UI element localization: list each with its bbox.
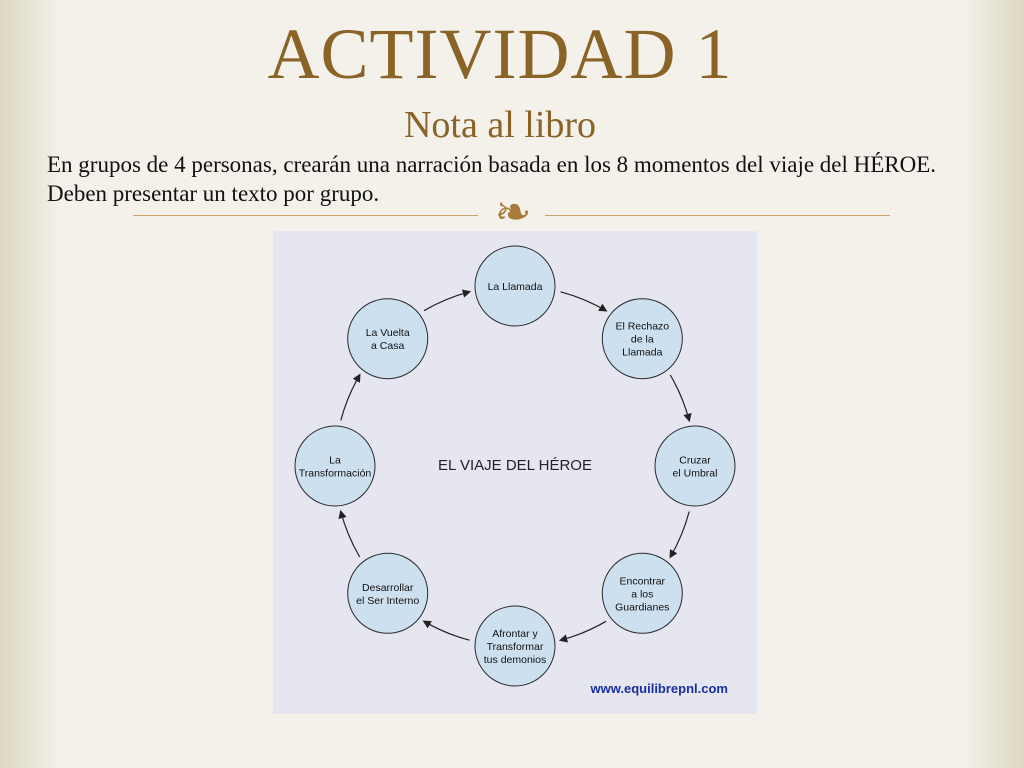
step-circle [601, 552, 683, 634]
step-node: La Llamada [474, 245, 556, 327]
paper-edge-right [964, 0, 1024, 768]
ornament-icon: ❧ [494, 187, 532, 238]
step-label: Encontrar [620, 575, 666, 587]
paper-edge-left [0, 0, 60, 768]
step-label: La [329, 455, 341, 467]
step-circle [601, 298, 683, 380]
step-circle [474, 245, 556, 327]
step-label: Transformar [487, 641, 544, 653]
step-label: Cruzar [679, 455, 711, 467]
step-circle [347, 552, 429, 634]
arrows-layer [338, 289, 692, 643]
step-label: de la [631, 334, 654, 346]
step-label: Transformación [299, 468, 372, 480]
step-label: El Rechazo [615, 321, 669, 333]
step-circle [654, 425, 736, 507]
cycle-arrow [560, 291, 608, 312]
cycle-arrow [423, 289, 472, 312]
step-label: Guardianes [615, 601, 669, 613]
step-circle [294, 425, 376, 507]
step-label: a Casa [371, 340, 404, 352]
step-label: La Vuelta [366, 327, 410, 339]
step-circle [347, 298, 429, 380]
divider-right [545, 215, 890, 216]
cycle-arrow [558, 620, 607, 643]
cycle-arrow [669, 374, 692, 423]
diagram-center-title: EL VIAJE DEL HÉROE [438, 457, 592, 474]
divider-left [133, 215, 478, 216]
step-circle [474, 605, 556, 687]
step-label: Llamada [622, 347, 662, 359]
slide-title: ACTIVIDAD 1 [267, 14, 733, 94]
step-label: a los [631, 588, 653, 600]
cycle-arrow [669, 511, 690, 559]
step-label: el Ser Interno [356, 595, 419, 607]
cycle-arrow [340, 373, 361, 421]
step-label: el Umbral [673, 468, 718, 480]
cycle-arrow [338, 509, 361, 558]
slide-body-text: En grupos de 4 personas, crearán una nar… [47, 152, 937, 206]
step-label: Desarrollar [362, 582, 414, 594]
source-url-label: www.equilibrepnl.com [590, 681, 728, 696]
cycle-arrow [422, 620, 470, 641]
step-label: La Llamada [488, 281, 543, 293]
slide-subtitle: Nota al libro [403, 104, 597, 146]
step-label: tus demonios [484, 654, 546, 666]
step-label: Afrontar y [492, 628, 538, 640]
